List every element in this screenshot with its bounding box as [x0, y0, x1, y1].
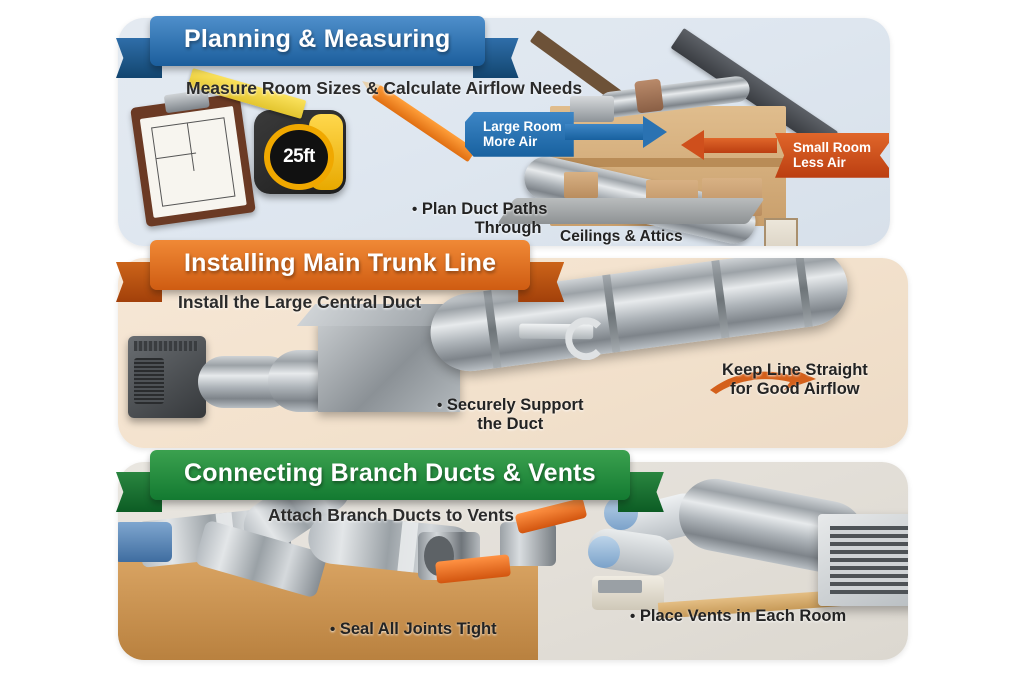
bullet-text-line2: the Duct — [477, 415, 544, 434]
callout-large-room-line2: More Air — [483, 134, 538, 150]
duct-end-cap — [588, 536, 620, 568]
arrow-right-icon — [565, 116, 667, 148]
callout-small-room-line1: Small Room — [793, 140, 872, 155]
register-louvers — [830, 526, 908, 594]
note-line1: Keep Line Straight — [722, 361, 868, 379]
tape-measure-label: 25ft — [283, 146, 315, 167]
clipboard-icon — [130, 89, 256, 228]
attic-duct-square — [570, 96, 614, 122]
clipboard-paper — [139, 105, 247, 219]
duct-band-joint — [794, 258, 813, 328]
bullet-marker: • — [330, 621, 336, 638]
air-handler-grill — [134, 358, 164, 404]
bullet-ceilings-attics: Ceilings & Attics — [560, 228, 683, 245]
section-banner-connecting-branch-ducts-vents: Connecting Branch Ducts & Vents — [116, 450, 664, 512]
bullet-text-line1: Plan Duct Paths — [421, 200, 548, 218]
note-line2: for Good Airflow — [730, 380, 860, 399]
house-floor — [550, 158, 786, 167]
wrench-icon — [519, 323, 594, 340]
ribbon-body: Planning & Measuring — [150, 16, 485, 66]
bullet-text: Place Vents in Each Room — [639, 607, 847, 625]
curved-arrow-icon — [708, 362, 818, 396]
ribbon-body: Installing Main Trunk Line — [150, 240, 531, 290]
bullet-text: Seal All Joints Tight — [339, 620, 497, 638]
bullet-securely-support: • Securely Support the Duct — [437, 396, 583, 435]
air-handler-vent-top — [134, 341, 198, 351]
tape-measure-dial: 25ft — [264, 124, 334, 190]
callout-large-room: Large Room More Air — [465, 112, 574, 157]
duct-band-joint — [483, 290, 502, 369]
bullet-plan-duct-paths: • Plan Duct Paths Through — [412, 200, 547, 239]
bullet-place-vents: • Place Vents in Each Room — [630, 607, 846, 626]
section-title: Installing Main Trunk Line — [184, 249, 497, 277]
callout-small-room-line2: Less Air — [793, 155, 846, 171]
bullet-text-line2: Through — [474, 219, 542, 238]
house-cutaway-illustration — [497, 20, 839, 246]
bullet-marker: • — [412, 201, 418, 218]
ribbon-body: Connecting Branch Ducts & Vents — [150, 450, 630, 500]
foam-block — [592, 576, 664, 610]
bullet-text-line1: Securely Support — [446, 396, 584, 414]
section-subtitle-trunk: Install the Large Central Duct — [178, 292, 422, 312]
section-banner-installing-main-trunk-line: Installing Main Trunk Line — [116, 240, 565, 302]
callout-small-room: Small Room Less Air — [775, 133, 890, 178]
house-door — [764, 218, 798, 246]
duct-band-joint — [711, 260, 730, 339]
floor-plan-drawing — [151, 117, 236, 207]
section-banner-planning-measuring: Planning & Measuring — [116, 16, 519, 78]
wall-vent-register — [818, 514, 908, 606]
bullet-marker: • — [630, 608, 636, 625]
section-subtitle-planning: Measure Room Sizes & Calculate Airflow N… — [186, 78, 583, 98]
attic-duct — [596, 74, 752, 120]
note-keep-line-straight: Keep Line Straight for Good Airflow — [722, 361, 868, 400]
blue-tape-roll — [118, 522, 172, 562]
bullet-marker: • — [437, 397, 443, 414]
section-title: Connecting Branch Ducts & Vents — [184, 459, 596, 487]
callout-large-room-line1: Large Room — [483, 119, 562, 134]
bullet-seal-all-joints: • Seal All Joints Tight — [330, 620, 497, 639]
tape-measure-icon: 25ft — [254, 110, 346, 194]
arrow-left-icon — [681, 130, 777, 160]
section-subtitle-branch: Attach Branch Ducts to Vents — [268, 505, 515, 525]
air-handler-unit — [128, 336, 206, 418]
foil-tape-wrap — [397, 520, 419, 573]
attic-duct-collar — [634, 78, 664, 114]
storage-box — [564, 172, 598, 198]
section-title: Planning & Measuring — [184, 25, 451, 53]
